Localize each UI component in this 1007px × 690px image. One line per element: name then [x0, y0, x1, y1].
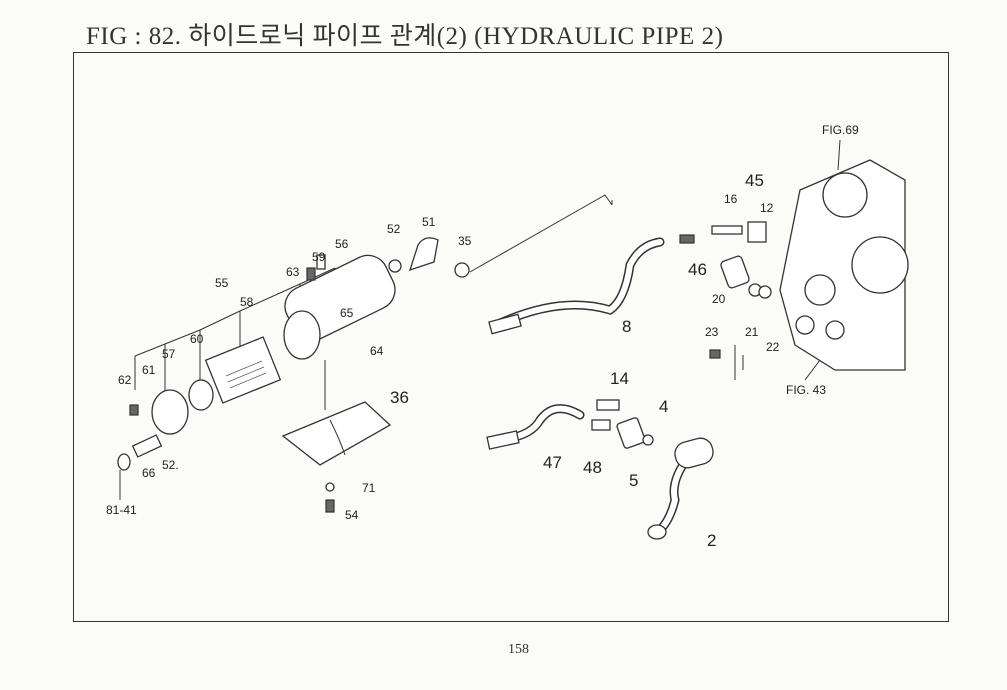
o-ring-5 — [642, 434, 654, 446]
part-label-14: 14 — [610, 369, 629, 388]
part-label-64: 64 — [370, 344, 384, 358]
elbow-fittings — [388, 237, 470, 278]
bracket-36 — [281, 401, 392, 513]
bolt-59 — [316, 254, 326, 270]
page-number: 158 — [508, 642, 529, 657]
hose-8 — [488, 234, 695, 335]
filter-assembly — [117, 254, 396, 471]
part-label-2: 2 — [707, 531, 716, 550]
engine-block — [779, 139, 909, 381]
flange-4 — [616, 417, 646, 449]
pipe-2 — [647, 437, 714, 540]
part-label-55: 55 — [215, 276, 229, 290]
part-label-61: 61 — [142, 363, 156, 377]
bolt-16 — [711, 225, 743, 235]
part-label-22: 22 — [766, 340, 780, 354]
bolt-14 — [596, 399, 620, 411]
part-label-63: 63 — [286, 265, 300, 279]
bracket-12 — [747, 221, 767, 243]
part-label-58: 58 — [240, 295, 254, 309]
nut-52 — [388, 259, 402, 273]
part-label-36: 36 — [390, 388, 409, 407]
part-label-57: 57 — [162, 347, 176, 361]
bolt-62 — [129, 404, 139, 416]
cover-57 — [151, 389, 189, 435]
part-label-5: 5 — [629, 471, 638, 490]
part-label-20: 20 — [712, 292, 726, 306]
part-label-4: 4 — [659, 397, 668, 416]
fitting-48 — [591, 419, 611, 431]
part-label-81-41: 81-41 — [106, 503, 137, 517]
figure-title: FIG : 82. 하이드로닉 파이프 관계(2) (HYDRAULIC PIP… — [86, 23, 724, 50]
part-label-59: 59 — [312, 250, 326, 264]
pump-fittings — [709, 221, 772, 359]
diagram-frame — [73, 52, 949, 622]
bolt-54 — [325, 499, 335, 513]
plug-63 — [306, 267, 316, 281]
part-label-16: 16 — [724, 192, 738, 206]
o-ring-60 — [188, 379, 214, 411]
nut-35 — [454, 262, 470, 278]
part-label-65: 65 — [340, 306, 354, 320]
fitting-20 — [720, 255, 750, 289]
washer-71 — [325, 482, 335, 492]
part-label-48: 48 — [583, 458, 602, 477]
flange-65 — [283, 310, 321, 360]
part-label-54: 54 — [345, 508, 359, 522]
part-label-52-bottom: 52. — [162, 458, 179, 472]
fitting-66 — [131, 434, 163, 458]
part-label-51: 51 — [422, 215, 436, 229]
bolt-23 — [709, 349, 721, 359]
part-label-52-top: 52 — [387, 222, 401, 236]
part-label-60: 60 — [190, 332, 204, 346]
hose-47 — [486, 404, 585, 450]
part-label-45: 45 — [745, 171, 764, 190]
figure-ref-69: FIG.69 — [822, 123, 859, 137]
part-label-56: 56 — [335, 237, 349, 251]
part-label-23: 23 — [705, 325, 719, 339]
part-label-8: 8 — [622, 317, 631, 336]
part-label-62: 62 — [118, 373, 132, 387]
part-label-35: 35 — [458, 234, 472, 248]
part-label-12: 12 — [760, 201, 774, 215]
o-ring-22 — [758, 285, 772, 299]
part-label-47: 47 — [543, 453, 562, 472]
filter-element — [204, 336, 282, 404]
part-label-21: 21 — [745, 325, 759, 339]
part-label-66: 66 — [142, 466, 156, 480]
block-fittings — [591, 399, 654, 449]
part-label-46: 46 — [688, 260, 707, 279]
part-label-71: 71 — [362, 481, 376, 495]
figure-ref-43: FIG. 43 — [786, 383, 826, 397]
nipple-81-41 — [117, 453, 131, 471]
elbow-51 — [408, 237, 439, 272]
